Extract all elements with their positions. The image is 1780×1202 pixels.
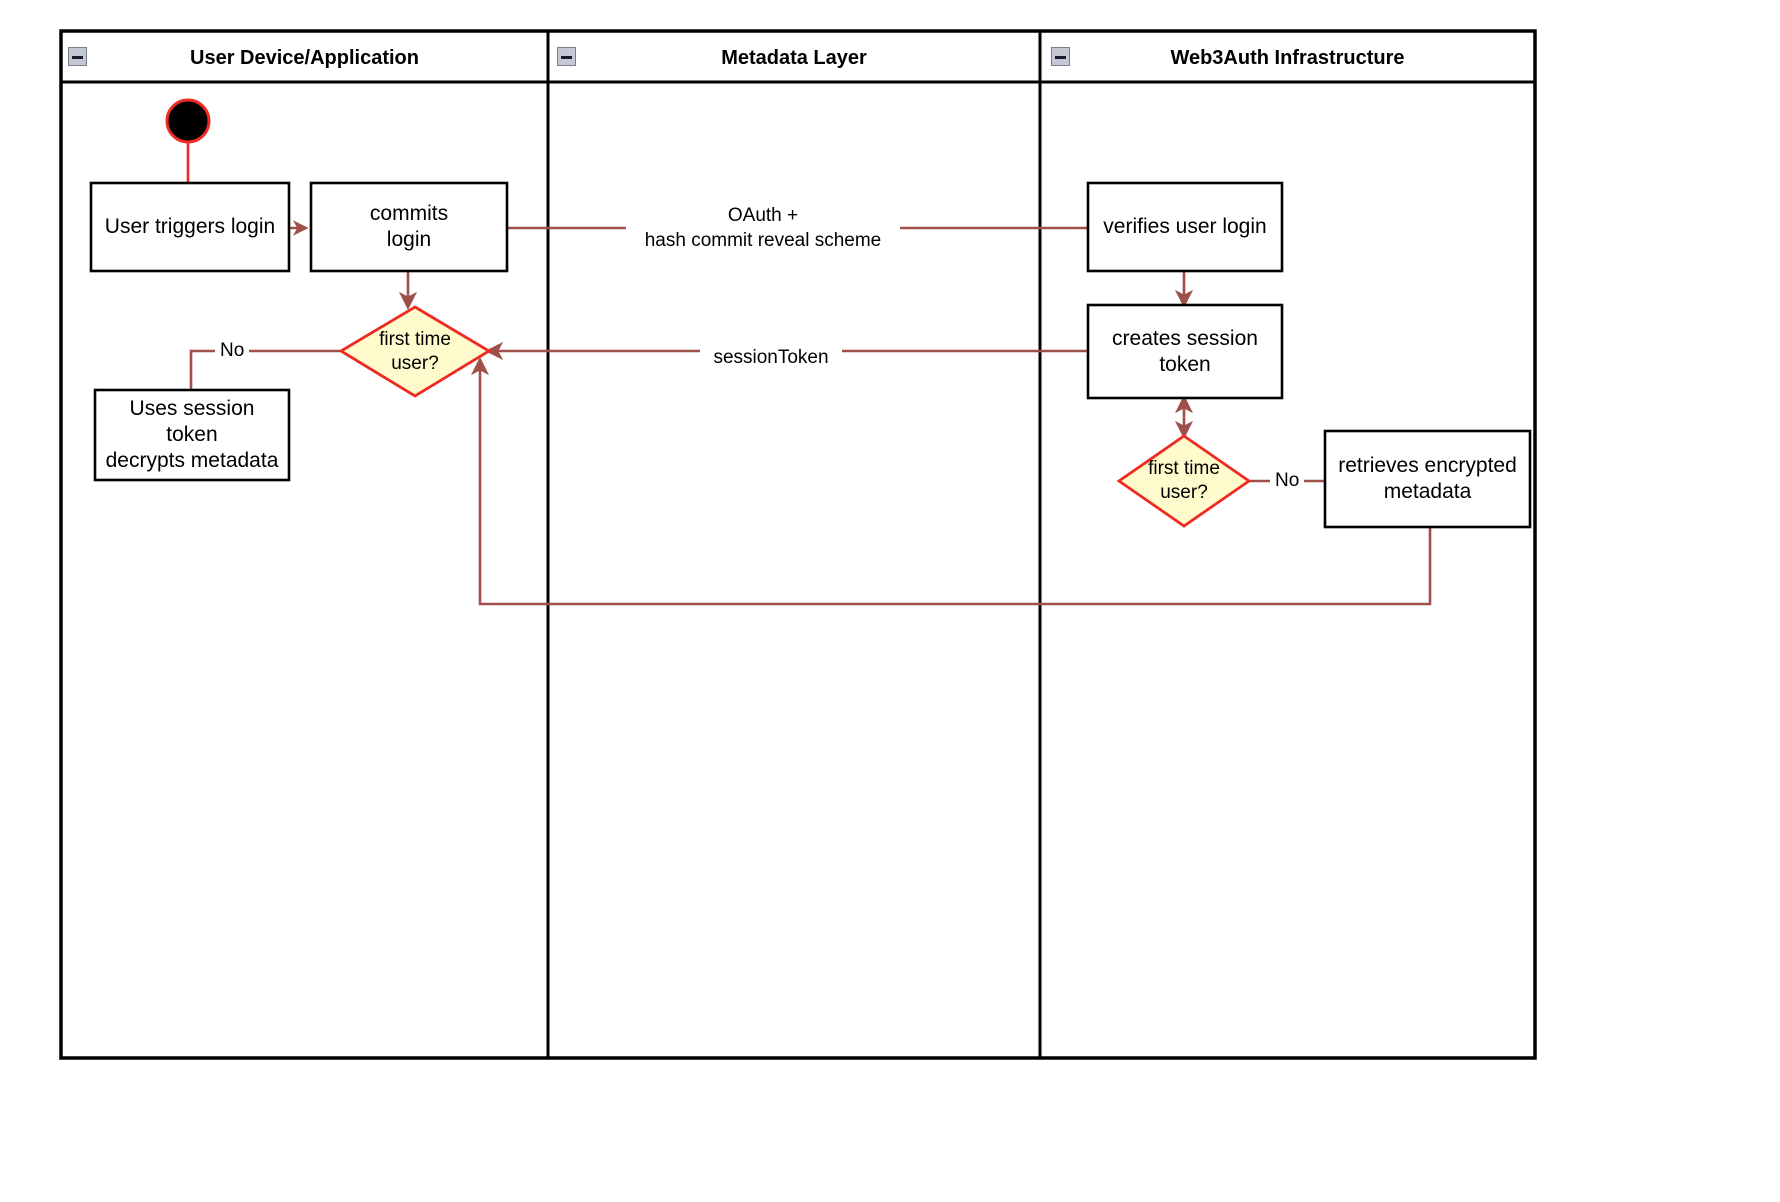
edge-retrieves-back — [470, 356, 1432, 606]
diagram-frame — [59, 29, 1537, 1060]
lane-title-metadata: Metadata Layer — [721, 47, 867, 69]
minus-icon — [1055, 56, 1066, 59]
collapse-icon-lane-user-device[interactable] — [68, 47, 87, 66]
guard-label-no-left: No — [215, 340, 250, 362]
collapse-icon-lane-web3auth[interactable] — [1051, 47, 1070, 66]
node-commits-login — [309, 181, 509, 273]
minus-icon — [561, 56, 572, 59]
node-label-uses-session-token: Uses session token decrypts metadata — [105, 397, 279, 472]
node-label-first-time-user-left: first time user? — [379, 328, 451, 374]
minus-icon — [72, 56, 83, 59]
edge-decision-no-left — [189, 349, 341, 390]
node-first-time-user-left — [338, 305, 492, 398]
collapse-icon-lane-metadata[interactable] — [557, 47, 576, 66]
node-label-creates-session-token: creates session token — [1112, 326, 1258, 376]
lane-title-user-device: User Device/Application — [190, 47, 419, 69]
node-start — [165, 98, 211, 144]
node-retrieves-encrypted-metadata — [1323, 429, 1532, 529]
node-label-retrieves-encrypted-metadata: retrieves encrypted metadata — [1338, 454, 1517, 503]
edge-label-oauth: OAuth + hash commit reveal scheme — [626, 203, 900, 253]
guard-label-no-right: No — [1270, 470, 1305, 492]
edge-label-session-token: sessionToken — [700, 345, 842, 370]
lane-title-web3auth: Web3Auth Infrastructure — [1170, 47, 1405, 69]
node-creates-session-token — [1086, 303, 1284, 400]
node-user-triggers-login — [89, 181, 291, 273]
node-label-user-triggers-login: User triggers login — [104, 215, 276, 238]
node-uses-session-token — [93, 388, 291, 482]
node-label-verifies-user-login: verifies user login — [1103, 215, 1267, 238]
node-first-time-user-right — [1116, 434, 1252, 528]
node-label-first-time-user-right: first time user? — [1148, 458, 1220, 503]
node-label-commits-login: commits login — [369, 202, 449, 251]
node-verifies-user-login — [1086, 181, 1284, 273]
